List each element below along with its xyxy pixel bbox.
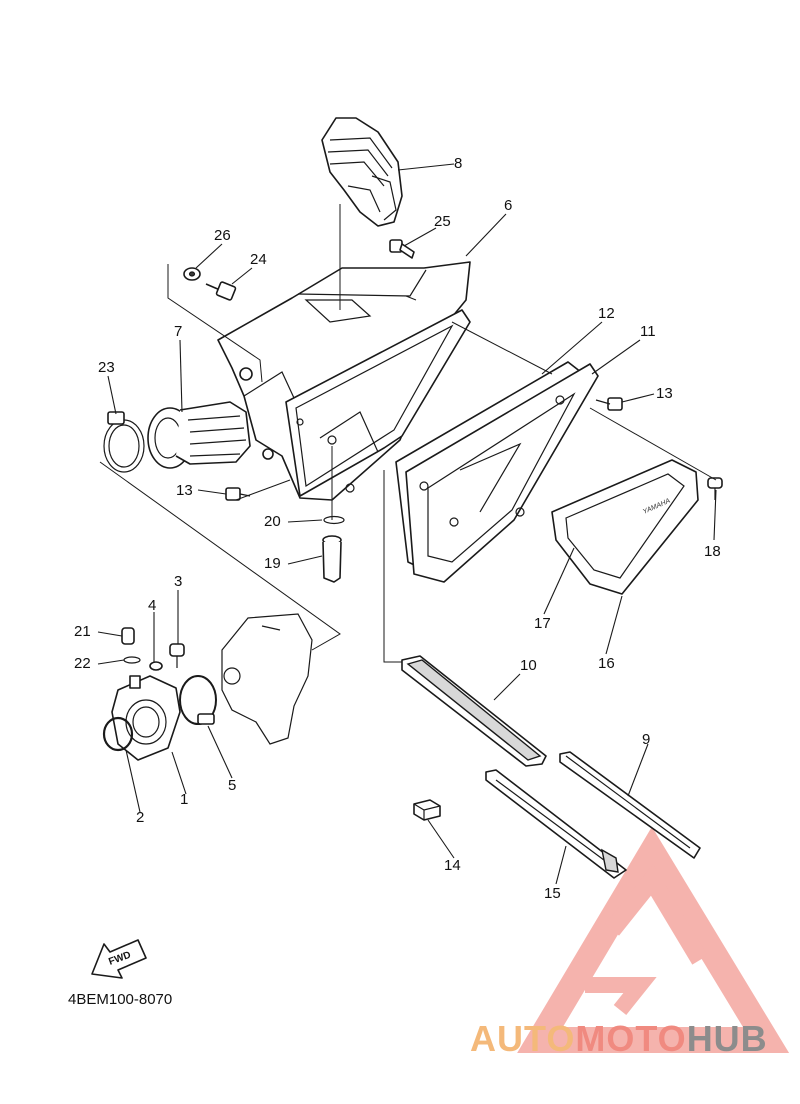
part-4-washer [149,661,163,671]
assembly-guide-lines [99,204,717,663]
part-1-carb-joint [111,675,181,761]
drawing-code: 4BEM100-8070 [68,991,173,1008]
callout-10: 10 [520,657,537,674]
callout-13-upper: 13 [656,385,673,402]
part-11-element-holder [405,363,599,583]
callout-11: 11 [640,323,656,340]
part-14-filter-guide [485,769,627,879]
watermark-logo-icon [517,826,790,1053]
part-9-filter-element [559,751,701,859]
callout-2: 2 [136,809,144,826]
callout-13-lower: 13 [176,482,193,499]
part-3-screw [169,643,185,668]
callout-labels: 8 6 25 26 24 7 23 13 12 11 13 18 20 19 1… [74,155,721,902]
callout-3: 3 [174,573,182,590]
callout-26: 22 [74,655,91,672]
callout-22: 24 [250,251,267,268]
callout-16: 17 [534,615,551,632]
callout-18: 19 [264,555,281,572]
callout-4: 4 [148,597,156,614]
part-20-damper [413,799,441,821]
callout-7: 7 [174,323,182,340]
part-2-o-ring [102,716,134,752]
callout-23: 25 [434,213,451,230]
watermark-part-moto: MOTO [575,1018,687,1059]
callout-17: 18 [704,543,721,560]
callout-24: 26 [214,227,231,244]
callout-6: 6 [504,197,512,214]
callout-20: 14 [444,857,461,874]
watermark-part-auto: AUTO [470,1018,576,1059]
watermark-part-hub: HUB [686,1018,768,1059]
part-19-clip [323,515,345,525]
part-5-clamp [179,675,217,725]
part-25-pipe [121,627,135,645]
part-10-air-filter [401,655,547,767]
part-8-intake-duct [321,117,403,227]
callout-21: 23 [98,359,115,376]
callout-1: 1 [180,791,188,808]
callout-9: 9 [642,731,650,748]
callout-leaders [97,163,717,885]
callout-14: 15 [544,885,561,902]
part-26-clip [123,656,141,664]
part-7-intake-joint [147,401,251,469]
callout-8: 8 [454,155,462,172]
part-22-bolt [205,281,237,301]
callout-25: 21 [74,623,91,640]
part-15-side-cover: YAMAHA [551,459,699,595]
part-18-drain-hose [322,535,342,583]
part-21-clamp [103,411,145,473]
watermark-text: AUTOMOTOHUB [470,1018,768,1060]
callout-15: 16 [598,655,615,672]
callout-19: 20 [264,513,281,530]
carburetor-outline [221,613,313,745]
callout-12: 12 [598,305,615,322]
fwd-arrow-icon: FWD [91,939,147,979]
part-13-bolt-upper [595,397,623,411]
part-17-screw [707,477,723,500]
callout-5: 5 [228,777,236,794]
part-13-bolt-lower [225,487,251,501]
part-23-bolt [389,239,415,259]
part-24-washer [183,267,201,281]
